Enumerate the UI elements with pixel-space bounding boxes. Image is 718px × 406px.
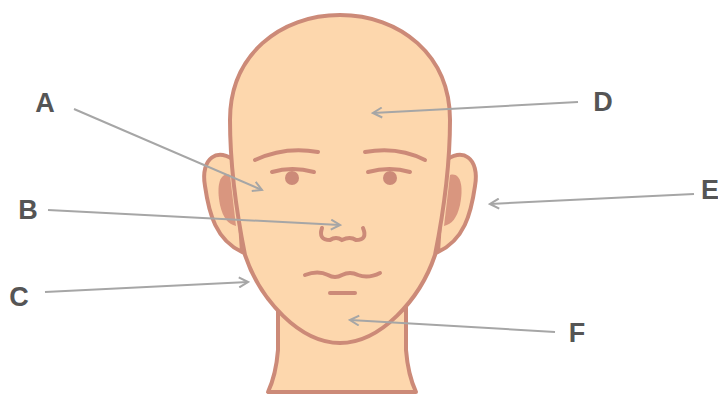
callout-letter: D: [593, 87, 613, 117]
leader-line: [45, 282, 248, 292]
callout-letter: B: [18, 195, 38, 225]
leader-line: [350, 320, 555, 332]
leader-line: [74, 109, 262, 190]
mouth: [305, 273, 380, 278]
callout-letter: C: [9, 282, 29, 312]
right-eye: [383, 171, 397, 185]
nose: [321, 228, 364, 240]
left-eyebrow: [255, 150, 318, 160]
head: [230, 15, 450, 343]
callout-letter: A: [35, 88, 55, 118]
leader-line: [373, 102, 578, 113]
leader-line: [48, 210, 340, 225]
right-eyebrow: [365, 150, 425, 160]
callout-letter: E: [701, 175, 718, 205]
lower-lip: [330, 291, 355, 295]
leader-line: [490, 194, 694, 204]
callout-letter: F: [569, 318, 586, 348]
left-eye: [285, 171, 299, 185]
